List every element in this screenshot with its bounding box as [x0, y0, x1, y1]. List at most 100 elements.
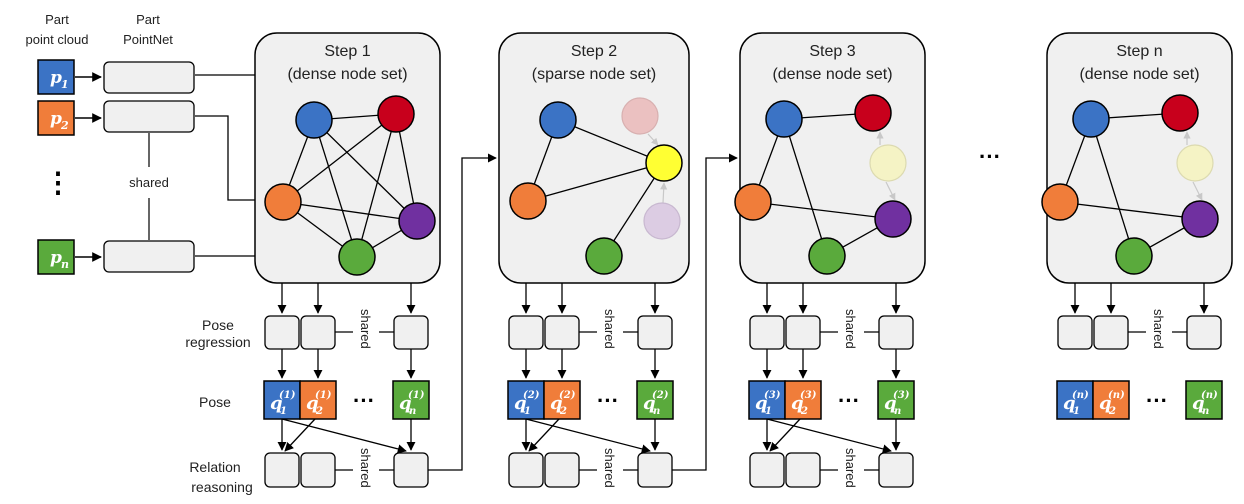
step-2-pose-box-2 — [543, 380, 581, 420]
step-1-pose-letter: q — [399, 393, 412, 414]
step-1-relation-box — [393, 452, 429, 488]
step-3-regression-shared-mask — [838, 305, 864, 361]
step-4-pose-sub: n — [1202, 406, 1209, 417]
step-2-pose-sub: n — [653, 406, 660, 417]
input-pn-letter: p — [50, 248, 62, 268]
step-1-node-red — [377, 95, 415, 133]
step-4-regression-box — [1186, 315, 1222, 350]
step-4-pose-ellipsis: ··· — [1146, 388, 1168, 413]
row-label-relation-1: Relation — [189, 459, 240, 475]
step-1-regression-box — [264, 315, 300, 350]
step-4-node-green — [1115, 237, 1153, 275]
header-pointnet-label: PointNet — [123, 32, 173, 47]
step-1-edge — [282, 201, 418, 222]
step-3-pose-sub: n — [894, 406, 901, 417]
step-2-pose-sub: 1 — [524, 406, 531, 417]
input-p1-sub: 1 — [61, 78, 69, 91]
step-4-node-purple — [1181, 200, 1219, 238]
step-4-node-red — [1161, 94, 1199, 132]
input-pn-box — [37, 239, 75, 275]
steps-layer: Step 1(dense node set)sharedq1(1)q2(1)qn… — [254, 32, 1233, 502]
step-2-relation-box — [637, 452, 673, 488]
step-4-node-orange — [1041, 183, 1079, 221]
step-1-regression-shared-mask — [353, 305, 379, 361]
step-panel-1: Step 1(dense node set)sharedq1(1)q2(1)qn… — [254, 32, 497, 502]
step-2-node-faded-red — [621, 97, 659, 135]
step-1-regression-shared-label: shared — [358, 309, 373, 349]
step-2-pose-sup: (2) — [559, 390, 576, 401]
pointnet2-to-step1 — [195, 115, 255, 201]
step-1-to-next-step-arrow — [428, 153, 497, 471]
input-p1-letter: p — [50, 68, 62, 88]
step-1-relation-box — [264, 452, 300, 488]
step-3-node-blue — [765, 100, 803, 138]
input-vertical-dots: ⋮ — [44, 167, 72, 198]
step-4-regression-shared-mask — [1146, 305, 1172, 361]
step-3-relation-shared-label: shared — [843, 448, 858, 488]
step-3-node-purple — [874, 200, 912, 238]
step-3-pose-sub: 2 — [800, 406, 808, 417]
step-2-edge — [527, 162, 665, 202]
step-3-pose-letter: q — [755, 393, 768, 414]
step-2-faded-arrow-purple — [660, 182, 668, 204]
step-4-pose-sup: (n) — [1072, 390, 1089, 401]
step-4-edge — [1090, 118, 1135, 257]
step-3-node-green — [808, 237, 846, 275]
step-3-regression-box — [878, 315, 914, 350]
step-panel-3: Step 3(dense node set)sharedq1(3)q2(3)qn… — [734, 32, 926, 502]
step-3-pose-sup: (3) — [893, 390, 910, 401]
step-1-edge — [282, 113, 397, 203]
step-4-pose-letter: q — [1192, 393, 1205, 414]
step-1-pose-sub: 1 — [280, 406, 287, 417]
step-1-relation-shared-label: shared — [358, 448, 373, 488]
step-4-node-faded-yellow — [1176, 144, 1214, 182]
step-2-relation-box — [508, 452, 544, 488]
step-2-pose-sup: (2) — [652, 390, 669, 401]
step-3-node-faded-yellow — [869, 144, 907, 182]
step-2-relation-shared-label: shared — [602, 448, 617, 488]
step-3-faded-arrow-down — [885, 181, 896, 201]
step-1-regression-box — [300, 315, 336, 350]
step-2-regression-shared-mask — [597, 305, 623, 361]
step-1-pose-sup: (1) — [279, 390, 296, 401]
step-2-faded-arrow-red — [647, 133, 659, 146]
step-2-pose-sub: 2 — [559, 406, 567, 417]
step-2-to-next-step-arrow — [672, 153, 738, 471]
step-3-node-orange — [734, 183, 772, 221]
step-1-pose-sup: (1) — [315, 390, 332, 401]
input-p2-sub: 2 — [60, 119, 69, 132]
step-4-pose-box-2 — [1092, 380, 1130, 420]
step-1-edge — [356, 113, 397, 258]
step-4-pose-box-3 — [1185, 380, 1223, 420]
input-pn-sub: n — [61, 258, 69, 271]
step-4-pose-sup: (n) — [1108, 390, 1125, 401]
input-p1-box — [37, 59, 75, 95]
row-label-relation-2: reasoning — [191, 479, 253, 495]
step-3-edge — [752, 201, 894, 220]
step-4-regression-box — [1093, 315, 1129, 350]
step-2-node-yellow — [645, 144, 683, 182]
step-3-regression-shared-label: shared — [843, 309, 858, 349]
step-3-pose-sup: (3) — [800, 390, 817, 401]
step-2-pose-letter: q — [514, 393, 527, 414]
step-1-regression-box — [393, 315, 429, 350]
step-3-relation-shared-mask — [838, 446, 864, 502]
step-2-node-faded-purple — [643, 202, 681, 240]
row-label-pose-regression-2: regression — [185, 334, 250, 350]
step-3-pose-box-3 — [877, 380, 915, 420]
step-1-node-green — [338, 238, 376, 276]
step-2-panel-bg — [498, 32, 690, 284]
step-1-arrow-pose-to-rel — [281, 418, 407, 454]
step-3-subtitle: (dense node set) — [772, 66, 892, 83]
pointnet-box-2 — [103, 100, 195, 133]
step-2-relation-shared-mask — [597, 446, 623, 502]
step-1-edge — [313, 119, 358, 258]
step-3-relation-box — [749, 452, 785, 488]
step-2-pose-letter: q — [643, 393, 656, 414]
step-3-arrow-pose-to-rel — [766, 418, 892, 454]
step-2-pose-ellipsis: ··· — [597, 388, 619, 413]
step-4-pose-letter: q — [1063, 393, 1076, 414]
step-1-pose-sub: 2 — [315, 406, 323, 417]
step-2-node-blue — [539, 101, 577, 139]
